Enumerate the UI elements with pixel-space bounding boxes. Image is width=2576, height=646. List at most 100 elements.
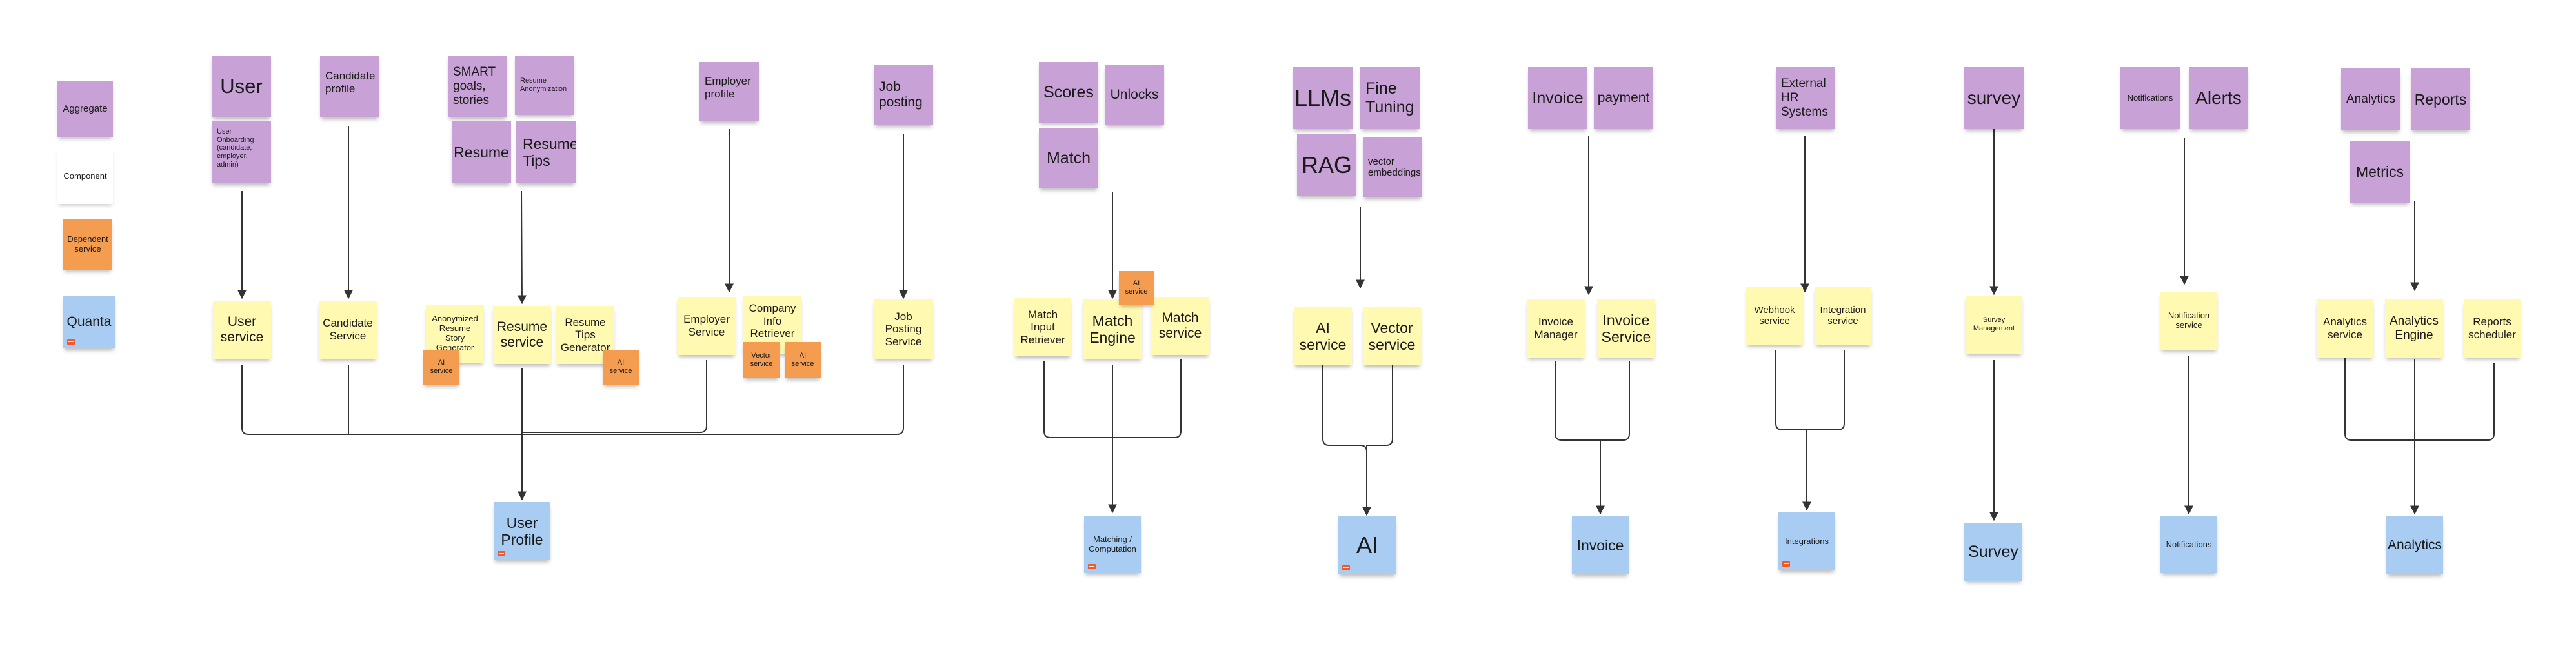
legend-component[interactable]: Component [57,148,113,204]
component-anonymized-resume-story-generator-label: Anonymized Resume Story Generator [432,314,478,352]
aggregate-job-posting[interactable]: Job posting [874,65,933,125]
component-survey-management[interactable]: Survey Management [1966,296,2022,354]
legend-dependent-service[interactable]: Dependent service [63,219,112,270]
aggregate-match[interactable]: Match [1039,128,1098,188]
aggregate-resume-label: Resume [454,143,509,161]
component-employer-service[interactable]: Employer Service [678,297,736,355]
component-match-service-label: Match service [1158,310,1202,341]
quanta-ai-label: AI [1356,532,1378,559]
dependent-vector-service-label: Vector service [750,352,773,368]
component-employer-service-label: Employer Service [683,313,730,338]
quanta-invoice-label: Invoice [1576,536,1624,554]
quanta-integrations-label: Integrations [1785,536,1829,546]
component-integration-service[interactable]: Integration service [1815,287,1871,345]
aggregate-alerts[interactable]: Alerts [2189,67,2248,129]
aggregate-invoice[interactable]: Invoice [1528,67,1587,129]
component-notification-service[interactable]: Notification service [2160,292,2217,350]
component-match-input-retriever-label: Match Input Retriever [1020,308,1065,346]
component-invoice-service[interactable]: Invoice Service [1597,299,1655,358]
component-ai-service[interactable]: AI service [1294,307,1352,365]
component-invoice-manager[interactable]: Invoice Manager [1527,299,1585,358]
aggregate-survey[interactable]: survey [1964,67,2024,129]
aggregate-external-hr-systems-label: External HR Systems [1781,77,1828,119]
aggregate-user-onboarding[interactable]: User Onboarding (candidate, employer, ad… [212,121,271,183]
quanta-invoice[interactable]: Invoice [1572,516,1629,574]
component-analytics-service[interactable]: Analytics service [2317,299,2373,358]
aggregate-resume-anonymization-label: Resume Anonymization [520,77,567,93]
aggregate-llms-label: LLMs [1294,85,1352,112]
component-analytics-engine[interactable]: Analytics Engine [2385,299,2443,358]
aggregate-user-onboarding-label: User Onboarding (candidate, employer, ad… [217,128,254,168]
component-resume-service[interactable]: Resume service [493,306,551,364]
aggregate-user[interactable]: User [212,56,271,117]
aggregate-analytics[interactable]: Analytics [2341,68,2400,130]
aggregate-scores-label: Scores [1043,83,1094,101]
component-invoice-manager-label: Invoice Manager [1534,316,1578,341]
quanta-notifications[interactable]: Notifications [2160,516,2217,573]
component-integration-service-label: Integration service [1820,304,1866,327]
component-webhook-service-label: Webhook service [1754,304,1795,327]
aggregate-payment[interactable]: payment [1594,67,1653,129]
component-analytics-service-label: Analytics service [2322,316,2368,341]
legend-quanta[interactable]: Quanta [63,296,115,348]
dependent-ai-service-1[interactable]: AI service [423,350,459,385]
dependent-ai-service-match[interactable]: AI service [1119,271,1154,305]
component-resume-service-label: Resume service [496,319,548,350]
aggregate-fine-tuning[interactable]: Fine Tuning [1360,67,1420,129]
component-reports-scheduler-label: Reports scheduler [2468,316,2516,341]
aggregate-analytics-label: Analytics [2346,92,2396,106]
component-match-service[interactable]: Match service [1151,297,1209,355]
quanta-user-profile-label: User Profile [501,514,543,548]
aggregate-resume-anonymization[interactable]: Resume Anonymization [515,56,574,115]
aggregate-rag[interactable]: RAG [1297,134,1356,196]
aggregate-notifications[interactable]: Notifications [2120,67,2180,129]
component-candidate-service-label: Candidate Service [323,317,373,342]
aggregate-resume-tips[interactable]: Resume Tips [516,121,576,183]
aggregate-employer-profile[interactable]: Employer profile [699,62,759,121]
quanta-survey[interactable]: Survey [1964,523,2022,581]
component-candidate-service[interactable]: Candidate Service [319,301,377,359]
aggregate-candidate-profile-label: Candidate profile [325,70,376,95]
aggregate-resume[interactable]: Resume [452,121,511,183]
component-job-posting-service[interactable]: Job Posting Service [874,299,933,359]
aggregate-vector-embeddings[interactable]: vector embeddings [1363,137,1422,197]
aggregate-scores[interactable]: Scores [1039,62,1098,123]
quanta-integrations[interactable]: Integrations [1778,512,1835,570]
aggregate-payment-label: payment [1597,90,1650,105]
aggregate-external-hr-systems[interactable]: External HR Systems [1776,67,1835,129]
connector-ai-merge [1322,365,1393,452]
component-job-posting-service-label: Job Posting Service [885,310,922,348]
aggregate-survey-label: survey [1967,87,2021,108]
aggregate-invoice-label: Invoice [1532,88,1584,107]
component-match-engine[interactable]: Match Engine [1083,299,1142,359]
component-vector-service[interactable]: Vector service [1363,307,1421,365]
component-match-input-retriever[interactable]: Match Input Retriever [1014,298,1071,356]
component-webhook-service[interactable]: Webhook service [1746,287,1803,345]
aggregate-llms[interactable]: LLMs [1293,67,1353,129]
dependent-ai-service-2[interactable]: AI service [603,350,639,385]
component-user-service[interactable]: User service [213,301,271,359]
quanta-analytics-label: Analytics [2387,537,2442,552]
aggregate-job-posting-label: Job posting [879,79,923,110]
component-company-info-retriever-label: Company Info Retriever [749,302,796,340]
dependent-ai-service-2-label: AI service [609,359,632,375]
quanta-ai[interactable]: AI [1338,516,1396,574]
aggregate-candidate-profile[interactable]: Candidate profile [320,56,379,117]
component-resume-tips-generator[interactable]: Resume Tips Generator [556,306,614,364]
aggregate-reports[interactable]: Reports [2411,68,2470,130]
legend-aggregate[interactable]: Aggregate [57,81,113,137]
dependent-vector-service[interactable]: Vector service [743,342,780,378]
aggregate-smart-goals[interactable]: SMART goals, stories [448,56,507,117]
quanta-analytics[interactable]: Analytics [2386,516,2443,574]
aggregate-vector-embeddings-label: vector embeddings [1368,156,1421,178]
dependent-ai-service-3[interactable]: AI service [785,342,821,378]
quanta-badge-icon [1088,564,1096,569]
component-reports-scheduler[interactable]: Reports scheduler [2464,299,2521,358]
quanta-matching-computation[interactable]: Matching / Computation [1084,516,1141,573]
aggregate-unlocks[interactable]: Unlocks [1105,65,1164,125]
aggregate-reports-label: Reports [2414,90,2467,108]
quanta-user-profile[interactable]: User Profile [494,502,550,560]
component-notification-service-label: Notification service [2168,310,2210,330]
aggregate-metrics[interactable]: Metrics [2350,141,2410,203]
